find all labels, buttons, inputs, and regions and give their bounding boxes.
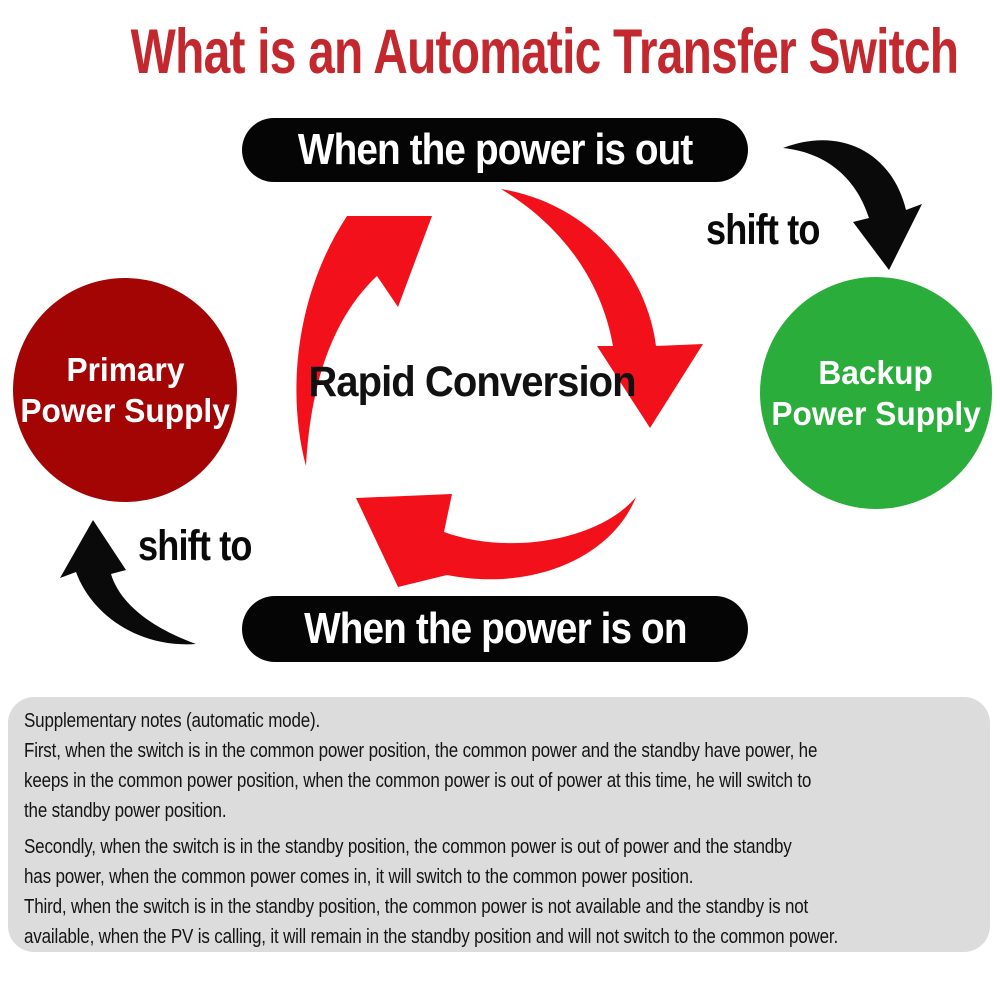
note-line: the standby power position. — [24, 800, 227, 822]
note-line: Supplementary notes (automatic mode). — [24, 710, 321, 732]
note-line: keeps in the common power position, when… — [24, 770, 812, 792]
page-title-text: What is an Automatic Transfer Switch — [130, 17, 959, 87]
shift-to-label-top-text: shift to — [706, 206, 821, 254]
note-line: First, when the switch is in the common … — [24, 740, 818, 762]
shift-to-label-top: shift to — [706, 206, 841, 255]
banner-power-on-text: When the power is on — [303, 604, 687, 653]
primary-power-line2: Power Supply — [20, 392, 230, 429]
rapid-conversion-text: Rapid Conversion — [308, 358, 636, 406]
note-line: has power, when the common power comes i… — [24, 866, 694, 888]
shift-to-label-bottom-text: shift to — [138, 522, 253, 570]
note-line: available, when the PV is calling, it wi… — [24, 926, 839, 948]
cycle-arrow-left-icon — [356, 494, 636, 587]
notes-panel: Supplementary notes (automatic mode). Fi… — [8, 697, 990, 952]
shift-to-label-bottom: shift to — [138, 522, 273, 571]
primary-power-node: Primary Power Supply — [13, 278, 237, 502]
banner-power-on: When the power is on — [242, 596, 748, 662]
banner-power-out: When the power is out — [242, 118, 748, 182]
banner-power-out-text: When the power is out — [297, 125, 693, 174]
backup-power-node: Backup Power Supply — [760, 277, 992, 509]
note-line: Third, when the switch is in the standby… — [24, 896, 809, 918]
rapid-conversion-label: Rapid Conversion — [272, 358, 672, 407]
page-title: What is an Automatic Transfer Switch — [0, 16, 1000, 88]
primary-power-line1: Primary — [65, 351, 184, 388]
note-line: Secondly, when the switch is in the stan… — [24, 836, 792, 858]
cycle-arrow-up-icon — [296, 216, 432, 466]
backup-power-line1: Backup — [818, 354, 934, 391]
backup-power-line2: Power Supply — [771, 395, 981, 432]
